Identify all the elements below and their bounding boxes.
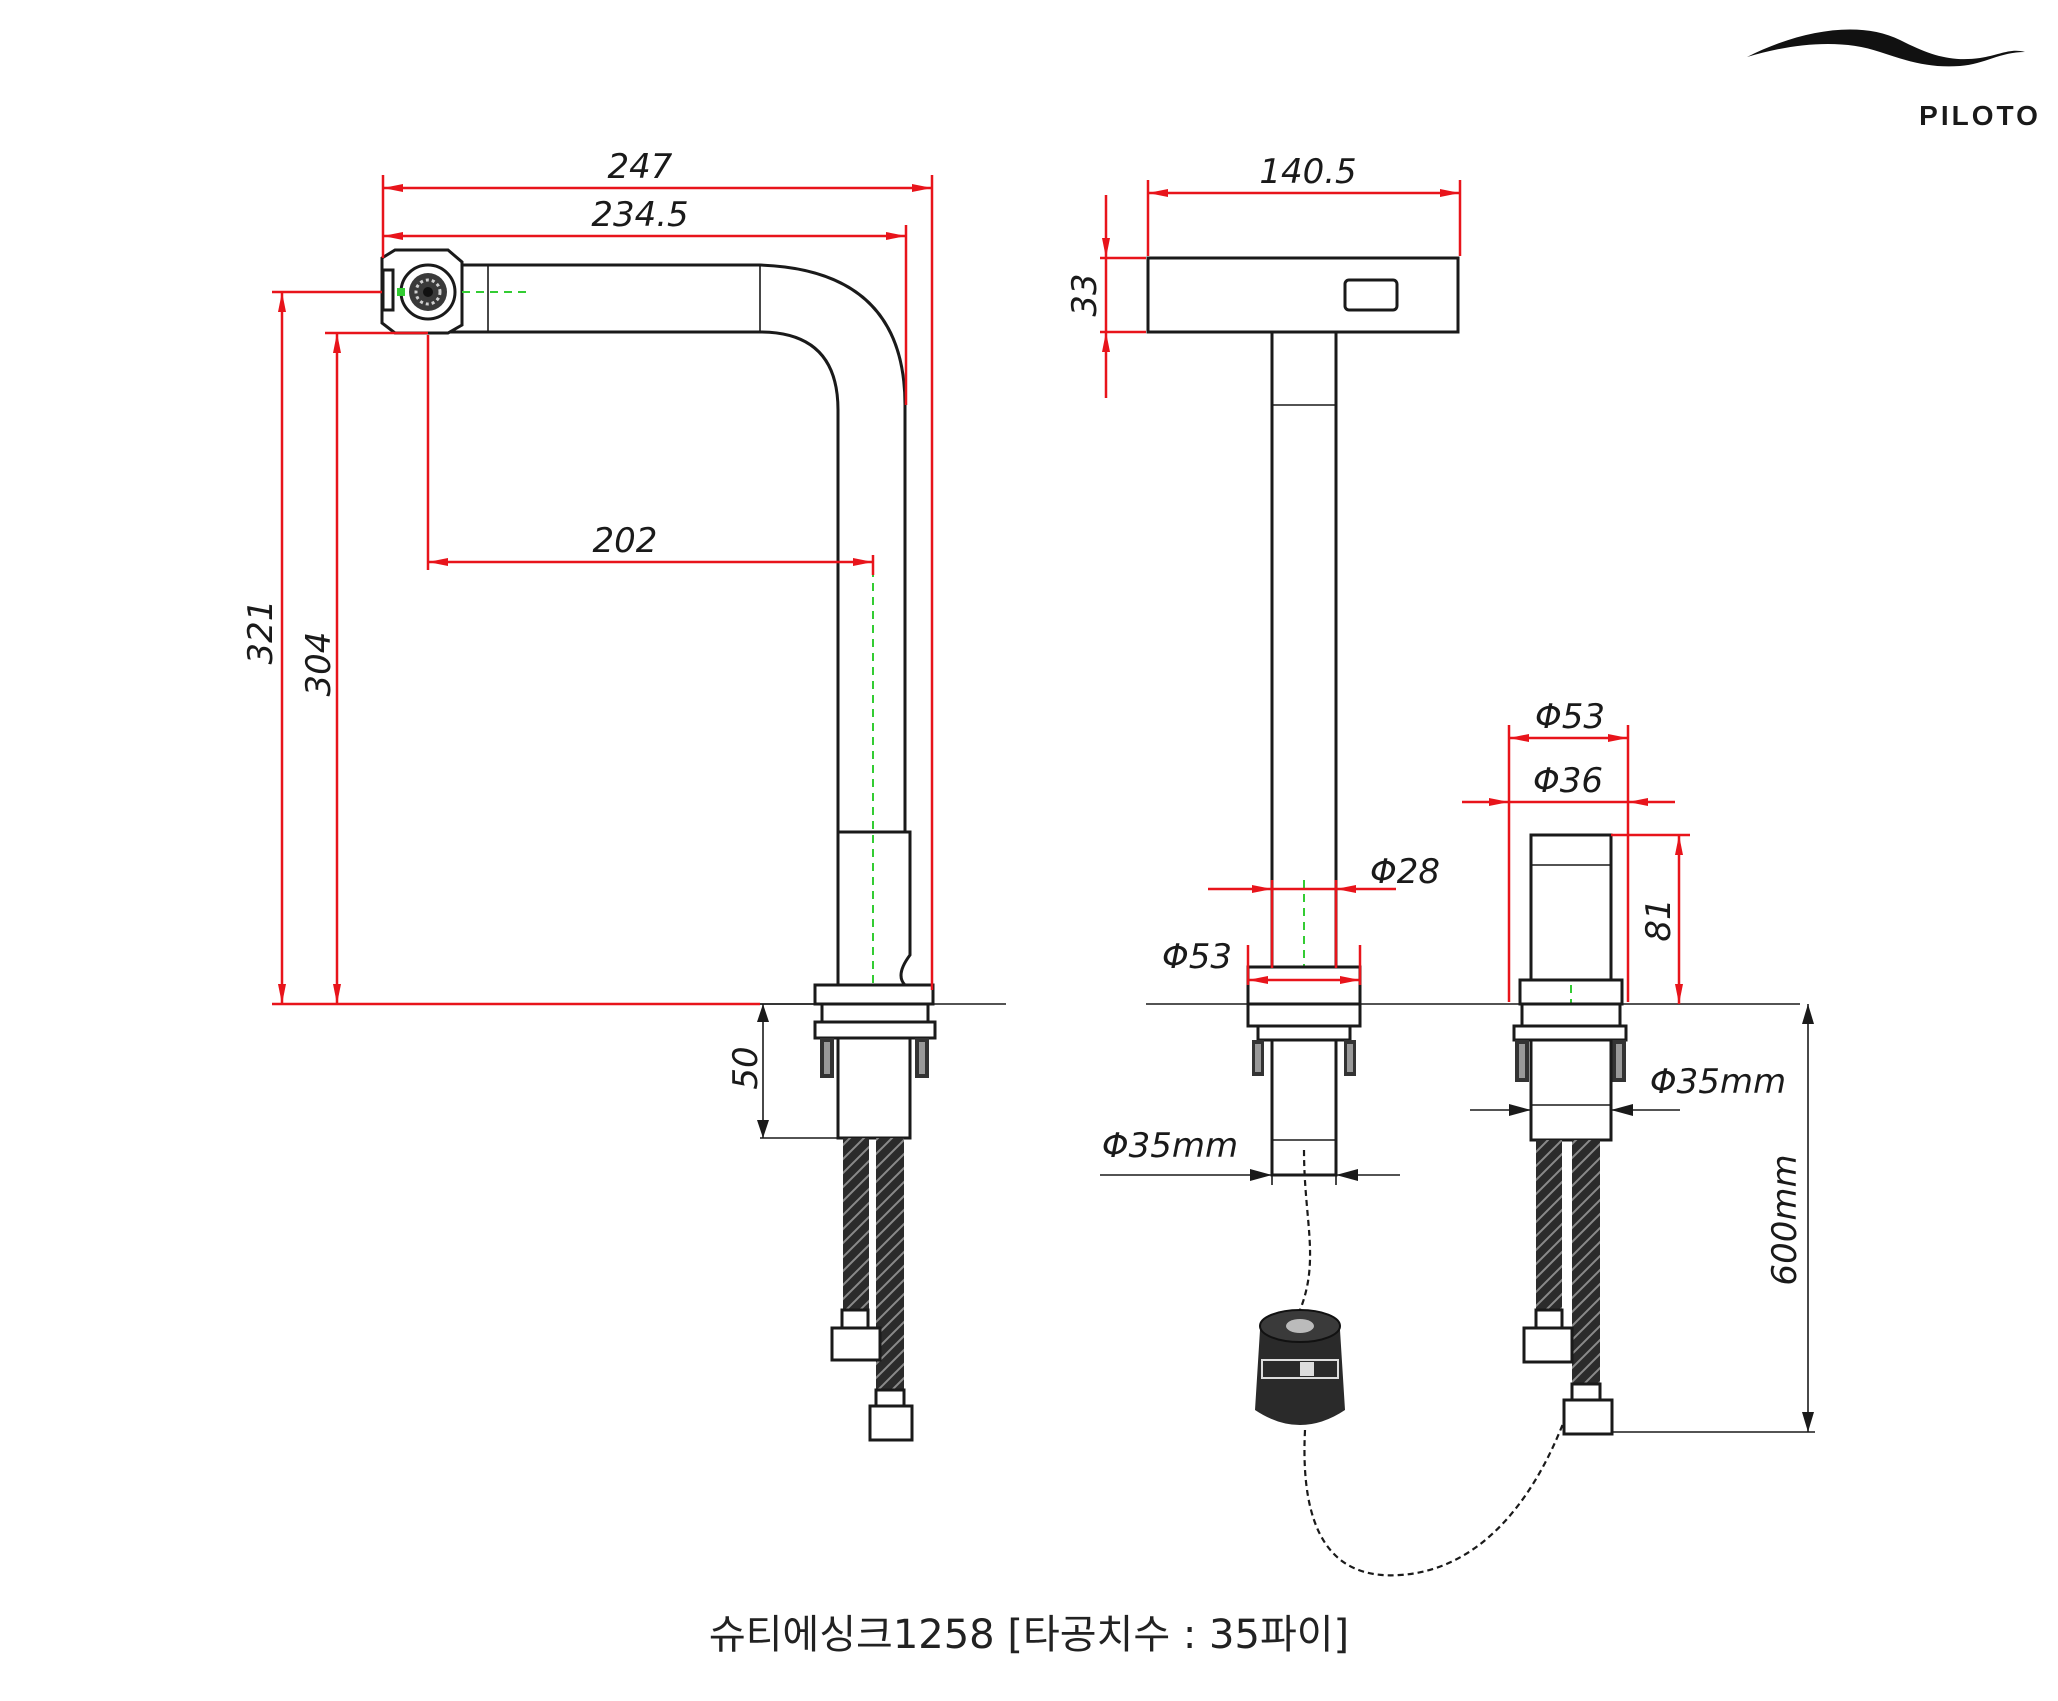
dim-sensor-height: 81: [1639, 898, 1679, 941]
side-hose-left: [843, 1138, 869, 1338]
dim-sensor-hole-dia: Φ35mm: [1650, 1062, 1786, 1102]
front-view-dimensions: 140.5 33 Φ28 Φ53 Φ35mm: [1065, 152, 1462, 1185]
side-shank: [836, 1036, 912, 1140]
dim-side-total-width: 247: [608, 147, 673, 187]
dim-front-head-height: 33: [1065, 273, 1105, 316]
side-hose-right: [876, 1138, 904, 1418]
dim-front-body-dia: Φ28: [1370, 852, 1440, 892]
side-spout-body: [428, 263, 907, 834]
sensor-hose-left: [1536, 1140, 1562, 1340]
sensor-hose-nut-right: [1562, 1398, 1614, 1436]
dim-side-total-height: 321: [241, 600, 281, 665]
sensor-mount-bolt-right: [1612, 1040, 1626, 1082]
side-base-plate: [813, 983, 935, 1006]
brand-logo: PILOTO: [1747, 29, 2041, 131]
logo-wave-icon: [1747, 29, 2025, 67]
sensor-unit: [1512, 833, 1628, 1436]
brand-name: PILOTO: [1919, 100, 2041, 131]
front-mount-bolt-left: [1252, 1040, 1264, 1076]
dim-front-head-width: 140.5: [1259, 152, 1356, 192]
front-spout-head: [1146, 256, 1460, 334]
sensor-body: [1529, 833, 1613, 982]
dim-sensor-body-dia: Φ36: [1533, 761, 1603, 801]
dim-side-under-counter: 50: [726, 1046, 766, 1089]
dim-side-outlet-height: 304: [299, 632, 339, 697]
sensor-dimensions: Φ53 Φ36 81 Φ35mm 600mm: [1462, 697, 1815, 1433]
dim-front-base-dia: Φ53: [1162, 937, 1232, 977]
side-view-faucet: [380, 248, 937, 1442]
dim-sensor-top-dia: Φ53: [1535, 697, 1605, 737]
front-view-faucet: [1146, 256, 1577, 1577]
front-mount-bolt-right: [1344, 1040, 1356, 1076]
dim-front-hole-dia: Φ35mm: [1102, 1126, 1238, 1166]
side-mount-bolt-right: [915, 1038, 929, 1078]
front-body-tube: [1270, 330, 1338, 969]
front-base-plate: [1246, 965, 1362, 1006]
sensor-hose-right: [1572, 1140, 1600, 1410]
side-hose-nut-right: [868, 1404, 914, 1442]
sensor-cable: [1303, 1389, 1577, 1577]
sensor-mount-bolt-left: [1515, 1040, 1529, 1082]
sensor-hose-nut-left: [1522, 1326, 1574, 1364]
front-sensor-window: [1343, 278, 1399, 312]
sensor-shank: [1529, 1038, 1613, 1142]
product-caption: 슈티에싱크1258 [타공치수 : 35파이]: [709, 1612, 1349, 1658]
cable-connector-icon: [1255, 1309, 1345, 1425]
dim-side-spout-width: 234.5: [591, 195, 688, 235]
side-mount-bolt-left: [820, 1038, 834, 1078]
side-view-dimensions: 247 234.5 202 321 304 50: [241, 147, 934, 1139]
side-hose-nut-left: [830, 1326, 882, 1362]
dim-side-reach: 202: [593, 521, 658, 561]
dim-hose-length: 600mm: [1765, 1154, 1805, 1285]
sensor-led-icon: [397, 288, 405, 296]
front-cable: [1298, 1149, 1312, 1311]
